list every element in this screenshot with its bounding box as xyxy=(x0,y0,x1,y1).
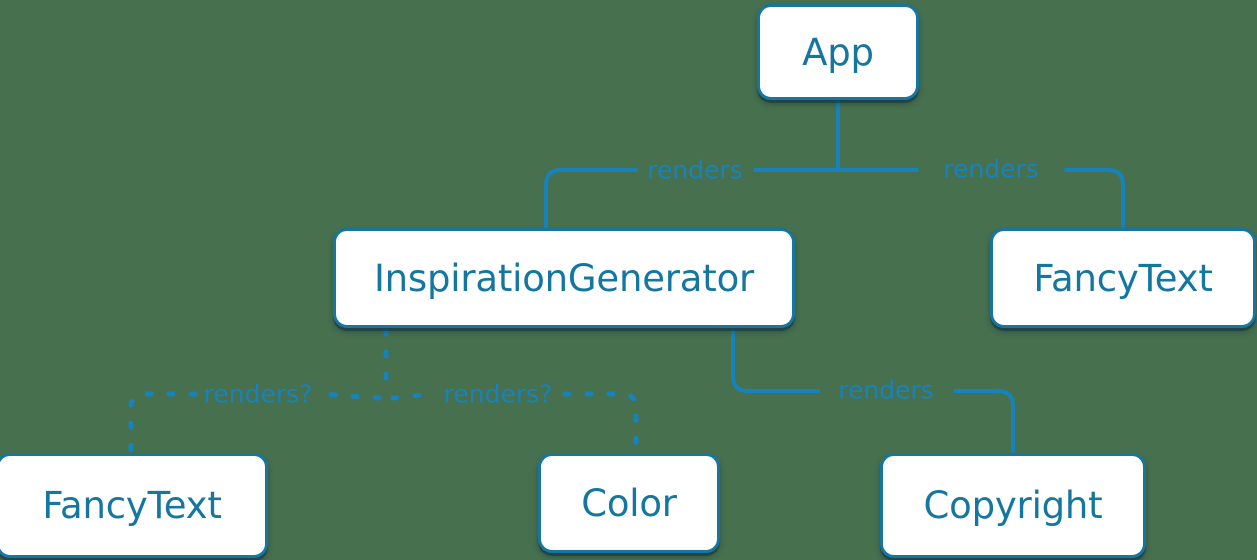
node-color[interactable]: Color xyxy=(538,453,720,553)
edge-label-inspirationgenerator-to-copyright: renders xyxy=(838,375,934,405)
node-color-label: Color xyxy=(581,481,677,525)
node-fancytext-right[interactable]: FancyText xyxy=(990,228,1256,328)
node-app-label: App xyxy=(802,30,874,74)
node-copyright[interactable]: Copyright xyxy=(880,453,1146,558)
node-copyright-label: Copyright xyxy=(923,484,1103,527)
node-fancytext-bottomleft[interactable]: FancyText xyxy=(0,453,268,558)
node-fancytext-bottomleft-label: FancyText xyxy=(42,484,222,527)
edge-app-to-inspirationgenerator xyxy=(544,168,840,230)
node-fancytext-right-label: FancyText xyxy=(1033,256,1213,300)
node-app[interactable]: App xyxy=(757,4,919,100)
node-inspirationgenerator[interactable]: InspirationGenerator xyxy=(333,228,795,328)
edge-inspirationgenerator-to-color xyxy=(390,391,639,455)
node-inspirationgenerator-label: InspirationGenerator xyxy=(373,256,755,300)
edge-label-inspirationgenerator-to-color: renders? xyxy=(443,379,553,409)
edge-inspirationgenerator-to-copyright xyxy=(731,326,1015,455)
edge-app-to-fancytext-right xyxy=(836,168,1125,230)
edge-label-app-to-fancytext-right: renders xyxy=(943,154,1039,184)
edge-label-inspirationgenerator-to-fancytext-bottomleft: renders? xyxy=(203,379,313,409)
edge-label-app-to-inspirationgenerator: renders xyxy=(647,155,743,185)
edge-inspirationgenerator-to-fancytext-bottomleft xyxy=(128,391,382,455)
